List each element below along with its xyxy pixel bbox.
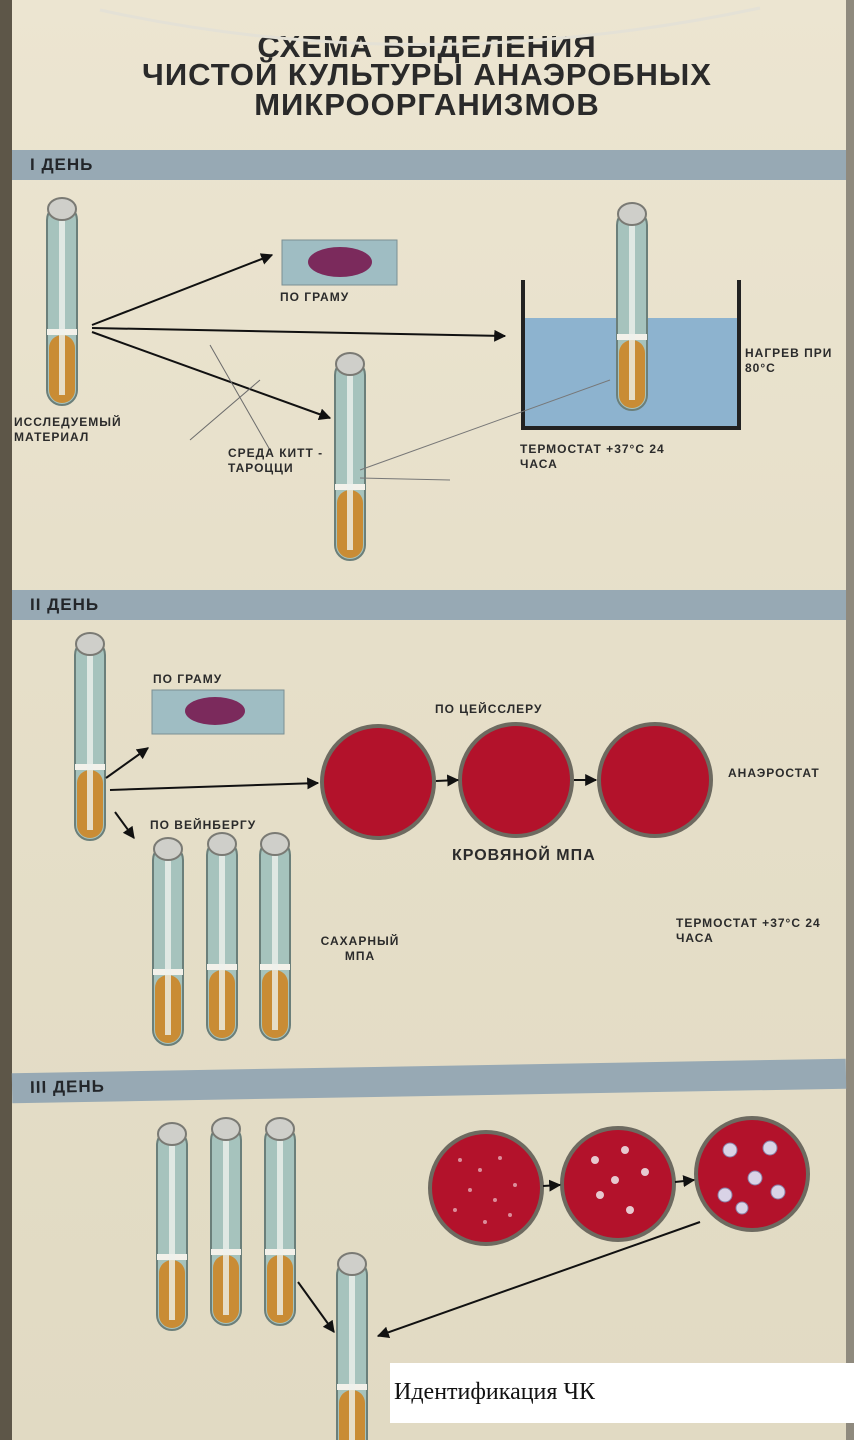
arrow-plate-to-final bbox=[378, 1222, 700, 1336]
arrow-colony-2-3 bbox=[675, 1180, 694, 1182]
kitt-tarozzi-label: СРЕДА КИТТ - ТАРОЦЦИ bbox=[228, 446, 328, 476]
arrow-to-slide-2 bbox=[106, 748, 148, 778]
gram-smear-1 bbox=[308, 247, 372, 277]
weinberg-label: ПО ВЕЙНБЕРГУ bbox=[150, 818, 256, 833]
hanging-string bbox=[100, 8, 760, 45]
kitt-tarozzi-tube bbox=[335, 353, 365, 560]
bath-tube bbox=[617, 203, 647, 410]
arrow-tubes-to-final bbox=[298, 1282, 334, 1332]
day1-gram-label: ПО ГРАМУ bbox=[280, 290, 349, 305]
day3-tube-1 bbox=[157, 1123, 187, 1330]
arrow-to-kitt-tube bbox=[92, 332, 330, 418]
sugar-tube-2 bbox=[207, 833, 237, 1040]
sugar-tube-3 bbox=[260, 833, 290, 1040]
zeissler-label: ПО ЦЕЙССЛЕРУ bbox=[435, 702, 542, 717]
blood-agar-plate-3 bbox=[599, 724, 711, 836]
sample-label: ИССЛЕДУЕМЫЙ МАТЕРИАЛ bbox=[14, 415, 164, 445]
arrow-colony-1-2 bbox=[543, 1185, 560, 1186]
day3-tube-2 bbox=[211, 1118, 241, 1325]
day2-incubation-label: ТЕРМОСТАТ +37°С 24 ЧАСА bbox=[676, 916, 836, 946]
day2-gram-label: ПО ГРАМУ bbox=[153, 672, 222, 687]
identification-label: Идентификация ЧК bbox=[394, 1379, 595, 1406]
arrow-to-bath bbox=[92, 328, 505, 336]
cross-mark-b bbox=[190, 380, 260, 440]
day2-source-tube bbox=[75, 633, 105, 840]
anaerostat-label: АНАЭРОСТАТ bbox=[728, 766, 820, 781]
sugar-tube-1 bbox=[153, 838, 183, 1045]
colony-plate-2 bbox=[562, 1128, 674, 1240]
day3-tube-3 bbox=[265, 1118, 295, 1325]
identification-box: Идентификация ЧК bbox=[390, 1363, 854, 1423]
day1-incubation-label: ТЕРМОСТАТ +37°С 24 ЧАСА bbox=[520, 442, 700, 472]
arrow-to-slide-1 bbox=[92, 255, 272, 325]
blood-agar-plate-1 bbox=[322, 726, 434, 838]
arrow-to-blood-agar bbox=[110, 783, 318, 790]
blood-agar-plate-2 bbox=[460, 724, 572, 836]
gram-smear-2 bbox=[185, 697, 245, 725]
sugar-agar-label: САХАРНЫЙ МПА bbox=[305, 934, 415, 964]
blood-agar-label: КРОВЯНОЙ МПА bbox=[452, 848, 596, 863]
colony-plate-1 bbox=[430, 1132, 542, 1244]
sample-tube bbox=[47, 198, 77, 405]
arrow-to-sugar-tubes bbox=[115, 812, 134, 838]
final-tube bbox=[337, 1253, 367, 1440]
arrow-plate-1-2 bbox=[436, 780, 458, 781]
pencil-line-2 bbox=[360, 478, 450, 480]
heating-label: НАГРЕВ ПРИ 80°С bbox=[745, 346, 835, 376]
